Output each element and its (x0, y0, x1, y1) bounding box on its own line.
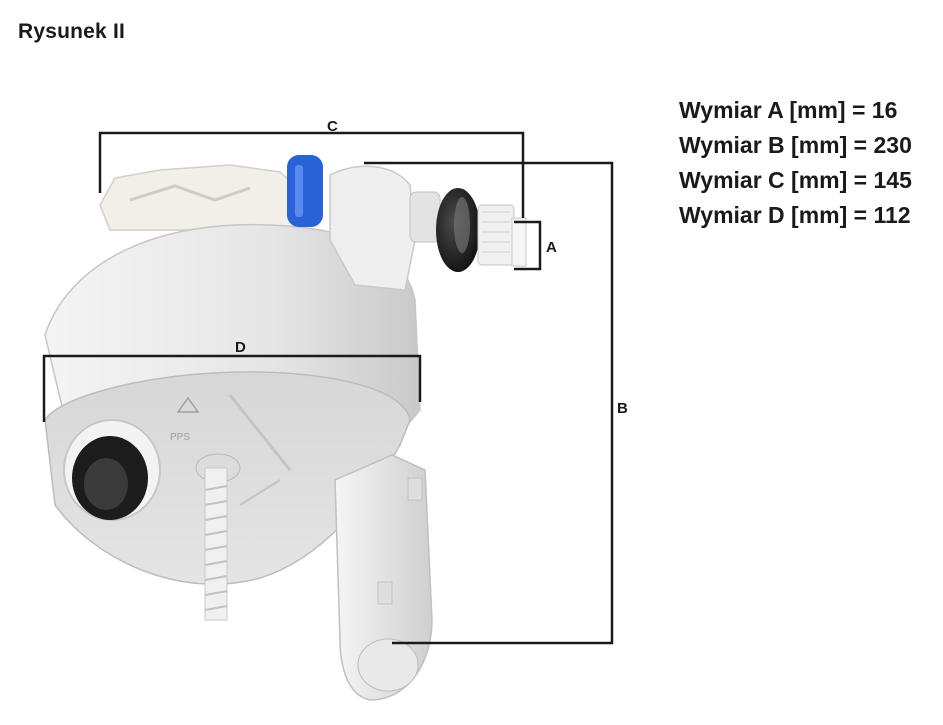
recycle-mark: PPS (170, 396, 200, 443)
threaded-inlet (477, 204, 527, 267)
dimension-line-b (364, 161, 614, 645)
lid-mechanism (99, 164, 301, 231)
dimension-d: Wymiar D [mm] = 112 (679, 202, 911, 228)
figure-title: Rysunek II (18, 20, 126, 43)
valve-neck (329, 165, 416, 291)
mounting-screw (195, 453, 241, 621)
marker-d: D (235, 339, 246, 356)
dimension-lines (42, 131, 614, 645)
outlet-opening (63, 419, 161, 521)
fill-valve-photo: PPS (44, 155, 527, 701)
dimension-line-c (98, 131, 525, 218)
marker-c: C (327, 118, 338, 135)
marker-a: A (546, 239, 557, 256)
dimension-line-d (42, 354, 422, 422)
dimension-line-a (514, 220, 542, 271)
dimension-a: Wymiar A [mm] = 16 (679, 97, 898, 123)
dimension-list: Wymiar A [mm] = 16 Wymiar B [mm] = 230 W… (679, 93, 912, 233)
dimension-c: Wymiar C [mm] = 145 (679, 167, 912, 193)
overflow-tube (334, 454, 433, 701)
dimension-b: Wymiar B [mm] = 230 (679, 132, 912, 158)
blue-knob (287, 155, 323, 227)
marker-b: B (617, 400, 628, 417)
svg-text:PPS: PPS (170, 432, 190, 443)
